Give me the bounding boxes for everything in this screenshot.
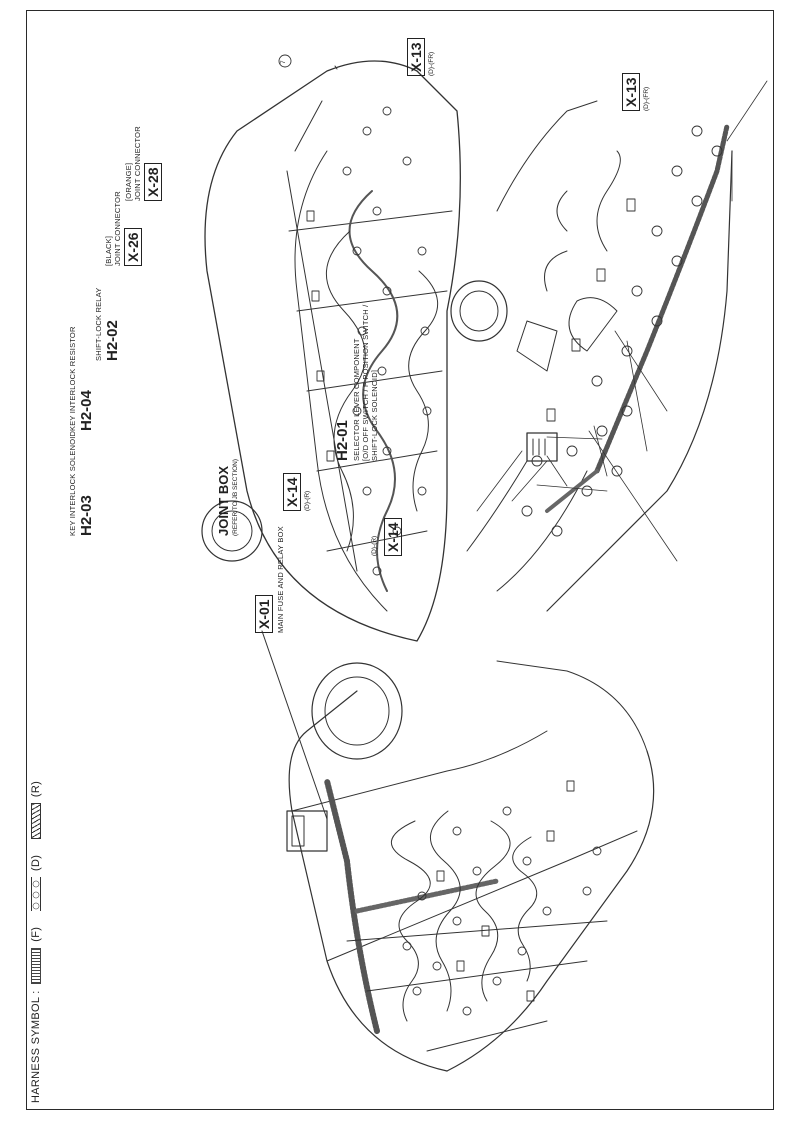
x-01-code: X-01 bbox=[255, 595, 273, 633]
x-14-car-suffix: (D)-(R) bbox=[371, 535, 378, 556]
callout-number: 7 bbox=[280, 60, 287, 64]
joint-box-reference: (REFER TO JB SECTION) bbox=[232, 458, 239, 536]
h2-01-description-2: [O/D OFF SWITCH / P POSITION SWITCH / bbox=[361, 304, 370, 461]
h2-04-code: H2-04 bbox=[78, 390, 95, 431]
x-13-top-suffix: (D)-(FR) bbox=[428, 51, 435, 76]
instrument-panel-drawing bbox=[466, 100, 733, 612]
h2-03-description: KEY INTERLOCK SOLENOID bbox=[68, 430, 77, 536]
engine-compartment-drawing bbox=[261, 630, 655, 1072]
x-14-car-code: X-14 bbox=[384, 518, 402, 556]
x-26-description: JOINT CONNECTOR bbox=[113, 191, 122, 266]
symbol-d-label: (D) bbox=[30, 854, 42, 872]
x-28-description: JOINT CONNECTOR bbox=[133, 126, 142, 201]
harness-symbol-legend: HARNESS SYMBOL : (F) (D) (R) bbox=[30, 780, 42, 1103]
x-28-code: X-28 bbox=[144, 163, 162, 201]
x-14-top-code: X-14 bbox=[283, 473, 301, 511]
x-26-color: [BLACK] bbox=[104, 235, 113, 266]
leader-lines bbox=[476, 80, 768, 562]
h2-01-description-1: SELECTOR LEVER COMPONENT bbox=[352, 338, 361, 461]
callout-circle bbox=[278, 54, 292, 68]
x-01-description: MAIN FUSE AND RELAY BOX bbox=[276, 526, 285, 633]
harness-symbol-title: HARNESS SYMBOL : bbox=[30, 990, 42, 1103]
symbol-f-icon bbox=[31, 948, 42, 985]
symbol-r-icon bbox=[31, 803, 42, 840]
vehicle-body-drawing bbox=[201, 60, 508, 642]
h2-04-description: KEY INTERLOCK RESISTOR bbox=[68, 326, 77, 431]
symbol-r-label: (R) bbox=[30, 780, 42, 798]
rotated-sheet: HARNESS SYMBOL : (F) (D) (R) KEY INTERLO… bbox=[27, 11, 775, 1111]
x-28-color: [ORANGE] bbox=[124, 162, 133, 201]
wiring-drawing bbox=[201, 54, 768, 1072]
symbol-d-icon bbox=[31, 877, 42, 912]
h2-01-description-3: SHIFT-LOCK SOLENOID] bbox=[370, 369, 379, 461]
h2-02-description: SHIFT-LOCK RELAY bbox=[94, 287, 103, 362]
h2-02-code: H2-02 bbox=[104, 320, 121, 361]
x-13-top-code: X-13 bbox=[407, 38, 425, 76]
joint-box-label: JOINT BOX bbox=[216, 465, 231, 536]
x-13-car-suffix: (D)-(FR) bbox=[643, 86, 650, 111]
h2-03-code: H2-03 bbox=[78, 495, 95, 536]
h2-01-code: H2-01 bbox=[334, 420, 351, 461]
diagram-frame: HARNESS SYMBOL : (F) (D) (R) KEY INTERLO… bbox=[26, 10, 774, 1110]
x-13-car-code: X-13 bbox=[622, 73, 640, 111]
x-14-top-suffix: (D)-(R) bbox=[304, 490, 311, 511]
x-26-code: X-26 bbox=[124, 228, 142, 266]
symbol-f-label: (F) bbox=[30, 926, 42, 942]
